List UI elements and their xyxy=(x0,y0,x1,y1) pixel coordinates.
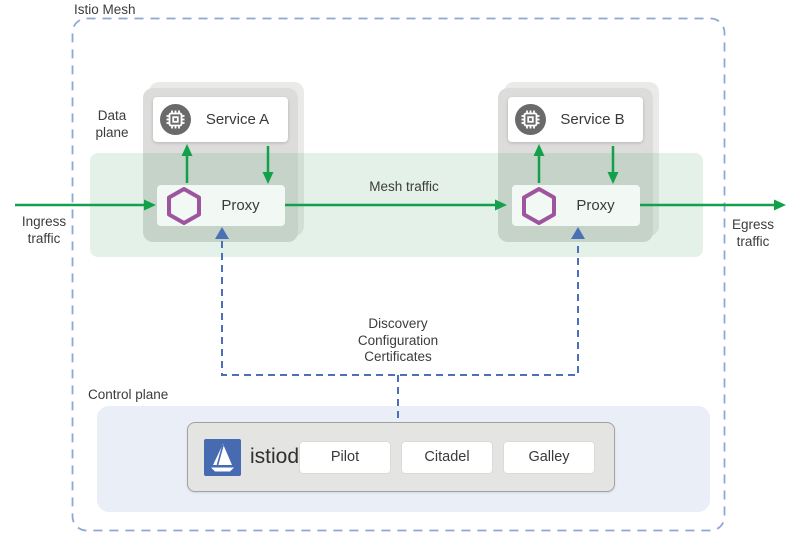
proxy-b-box: Proxy xyxy=(512,185,640,226)
control-plane-arrowheads xyxy=(215,227,585,239)
istiod-components: Pilot Citadel Galley xyxy=(300,441,614,473)
control-flow-label: Discovery Configuration Certificates xyxy=(357,316,439,364)
istiod-box: istiod Pilot Citadel Galley xyxy=(187,422,615,492)
istio-mesh-dashed-border xyxy=(71,17,726,532)
ingress-traffic-label: Ingress traffic xyxy=(21,214,67,246)
proxy-b-label: Proxy xyxy=(576,197,615,214)
galley-chip: Galley xyxy=(504,441,594,473)
service-a-label: Service A xyxy=(205,111,270,128)
istio-mesh-title: Istio Mesh xyxy=(74,2,136,17)
cpu-icon xyxy=(160,104,191,135)
traffic-arrows xyxy=(15,146,776,207)
service-b-box: Service B xyxy=(508,97,643,142)
hexagon-proxy-icon xyxy=(521,186,557,226)
egress-traffic-label: Egress traffic xyxy=(731,217,775,249)
service-a-box: Service A xyxy=(153,97,288,142)
control-plane-label: Control plane xyxy=(88,387,169,402)
traffic-arrowheads xyxy=(144,144,786,211)
data-plane-label: Data plane xyxy=(95,108,129,140)
citadel-chip: Citadel xyxy=(402,441,492,473)
service-b-label: Service B xyxy=(560,111,625,128)
cpu-icon xyxy=(515,104,546,135)
hexagon-proxy-icon xyxy=(166,186,202,226)
control-plane-dashed-path xyxy=(221,241,579,421)
istiod-label: istiod xyxy=(250,445,300,468)
proxy-a-box: Proxy xyxy=(157,185,285,226)
pilot-chip: Pilot xyxy=(300,441,390,473)
mesh-traffic-label: Mesh traffic xyxy=(369,179,439,194)
istio-sailboat-icon xyxy=(204,438,241,476)
proxy-a-label: Proxy xyxy=(221,197,260,214)
